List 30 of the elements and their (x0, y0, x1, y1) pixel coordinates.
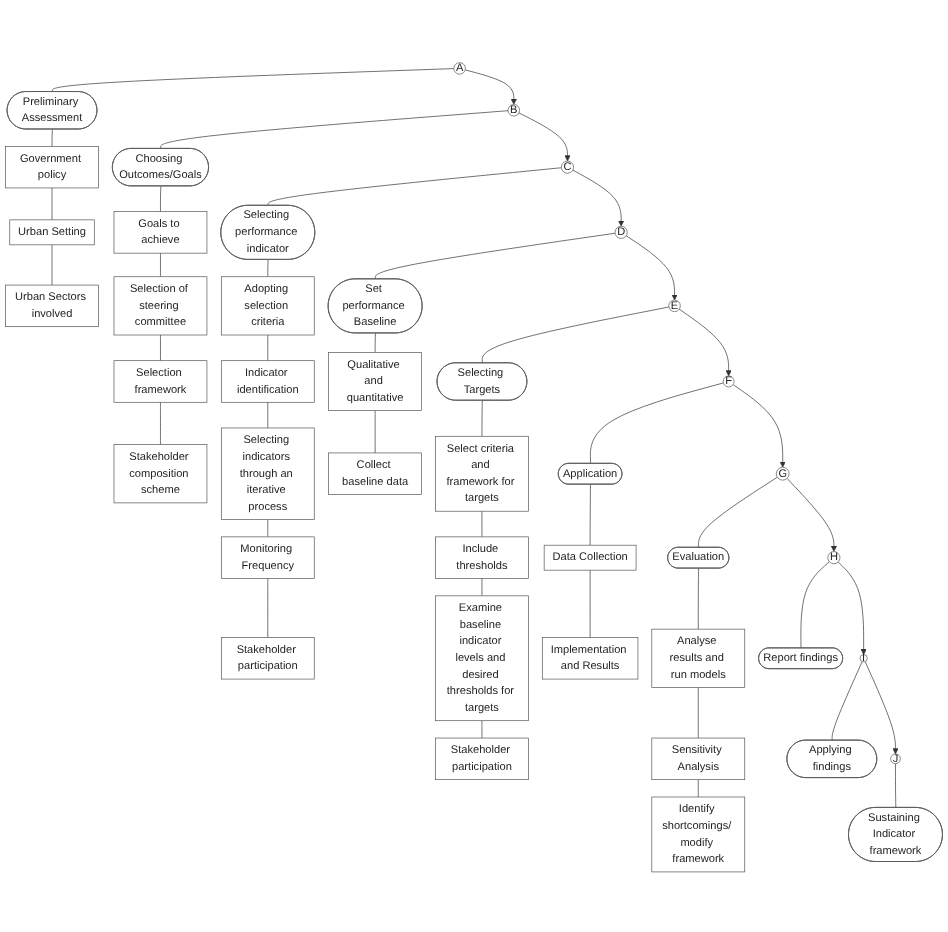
connector (160, 252, 161, 278)
connector (697, 687, 699, 739)
connector (267, 519, 269, 538)
connector (590, 382, 724, 465)
connector (481, 510, 483, 538)
connector (267, 401, 269, 429)
connector (800, 561, 830, 649)
connector (697, 568, 699, 630)
connector (267, 334, 269, 362)
connector (51, 68, 455, 93)
connector (374, 410, 376, 454)
connector (160, 110, 509, 150)
connector (589, 569, 591, 638)
connector (160, 185, 162, 212)
connector (374, 332, 376, 353)
connector (160, 334, 161, 362)
connector (267, 578, 269, 638)
connector (831, 661, 863, 741)
connector (895, 763, 897, 809)
connector (160, 401, 161, 445)
connector (51, 129, 53, 147)
connector (481, 578, 483, 597)
connector (267, 167, 562, 206)
connector (698, 476, 778, 548)
connector (267, 259, 269, 278)
connector (481, 400, 483, 437)
connector (481, 306, 670, 364)
connector (697, 779, 699, 798)
connector (589, 484, 591, 546)
connector (375, 232, 616, 280)
